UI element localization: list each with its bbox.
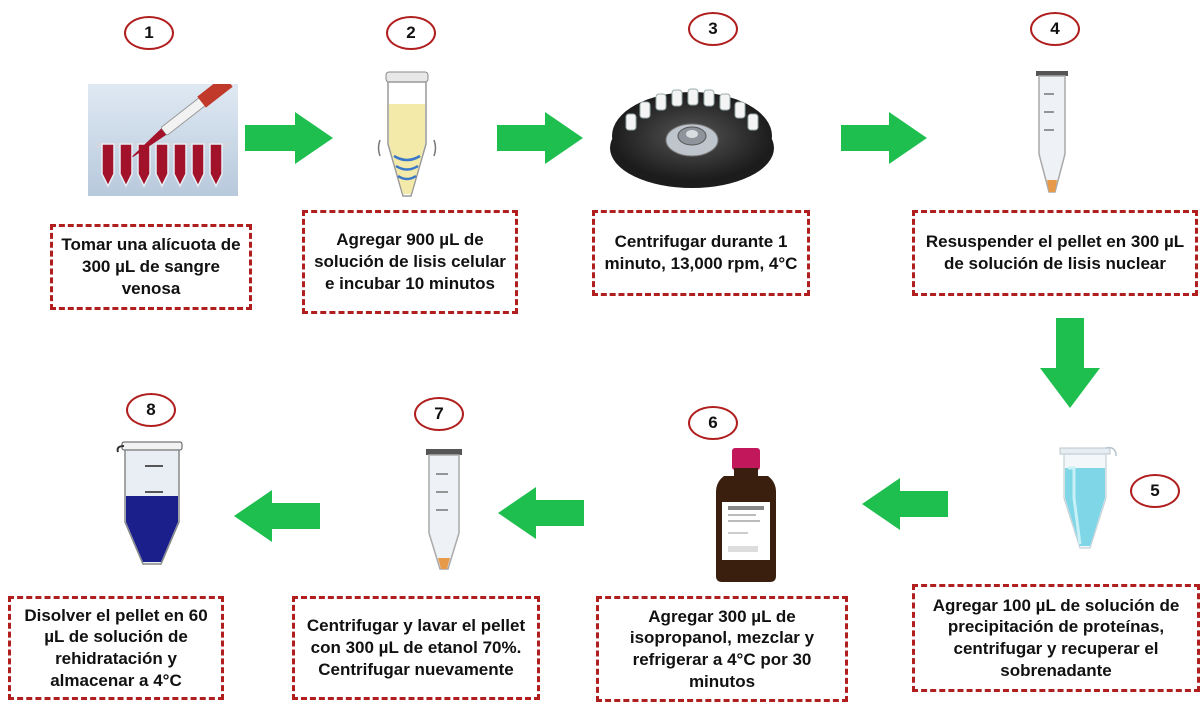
- step-6-description: Agregar 300 µL de isopropanol, mezclar y…: [596, 596, 848, 702]
- step-5-description: Agregar 100 µL de solución de precipitac…: [912, 584, 1200, 692]
- centrifuge-icon: [610, 88, 774, 188]
- blue-supernatant-tube-icon: [1059, 446, 1117, 549]
- step-7-description: Centrifugar y lavar el pellet con 300 µL…: [292, 596, 540, 700]
- arrow-5-to-6: [862, 478, 948, 530]
- blood-sample-tubes-icon: [88, 84, 238, 196]
- isopropanol-bottle-icon: [716, 448, 776, 582]
- arrow-7-to-8: [234, 490, 320, 542]
- arrow-4-to-5: [1040, 318, 1100, 408]
- step-7-number: 7: [414, 397, 464, 431]
- step-6-number: 6: [688, 406, 738, 440]
- step-1-description: Tomar una alícuota de 300 µL de sangre v…: [50, 224, 252, 310]
- step-3-description: Centrifugar durante 1 minuto, 13,000 rpm…: [592, 210, 810, 296]
- step-8-number: 8: [126, 393, 176, 427]
- pellet-tube-icon: [1036, 71, 1068, 193]
- arrow-3-to-4: [841, 112, 927, 164]
- arrow-6-to-7: [498, 487, 584, 539]
- step-2-description: Agregar 900 µL de solución de lisis celu…: [302, 210, 518, 314]
- step-3-number: 3: [688, 12, 738, 46]
- arrow-1-to-2: [245, 112, 333, 164]
- lysis-tube-icon: [377, 71, 437, 197]
- step-4-description: Resuspender el pellet en 300 µL de soluc…: [912, 210, 1198, 296]
- rehydrated-dna-tube-icon: [116, 441, 183, 565]
- step-1-number: 1: [124, 16, 174, 50]
- washed-pellet-tube-icon: [426, 449, 462, 570]
- step-5-number: 5: [1130, 474, 1180, 508]
- step-2-number: 2: [386, 16, 436, 50]
- step-4-number: 4: [1030, 12, 1080, 46]
- step-8-description: Disolver el pellet en 60 µL de solución …: [8, 596, 224, 700]
- arrow-2-to-3: [497, 112, 583, 164]
